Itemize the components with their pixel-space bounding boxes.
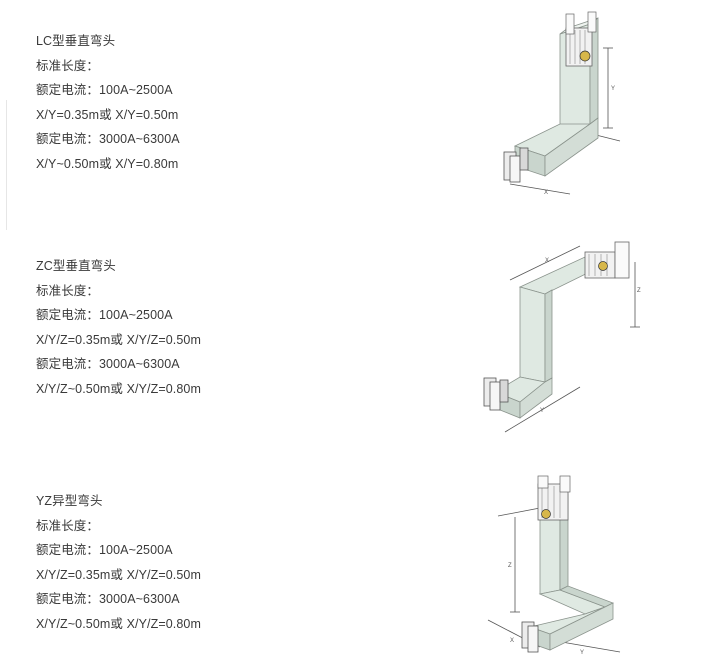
bolt-icon — [579, 50, 591, 62]
zc-vertical-elbow-diagram: Z X Y — [483, 241, 641, 433]
bolt-icon — [541, 509, 551, 519]
svg-text:X: X — [545, 258, 549, 264]
yz-special-elbow-diagram: Z X Y — [487, 475, 621, 656]
svg-text:Z: Z — [637, 288, 641, 294]
bolt-icon — [598, 261, 608, 271]
product-title: LC型垂直弯头 — [36, 34, 116, 48]
svg-text:Y: Y — [580, 650, 584, 656]
spec-line: 标准长度： — [36, 518, 100, 533]
spec-line: 标准长度： — [36, 283, 100, 298]
spec-list: LC型垂直弯头 标准长度： 额定电流：100A~2500A X/Y=0.35m或… — [36, 29, 180, 177]
spec-line: X/Y/Z~0.50m或 X/Y/Z=0.80m — [36, 616, 201, 631]
spec-line: X/Y/Z=0.35m或 X/Y/Z=0.50m — [36, 567, 201, 582]
spec-list: ZC型垂直弯头 标准长度： 额定电流：100A~2500A X/Y/Z=0.35… — [36, 254, 201, 402]
product-zc-elbow: ZC型垂直弯头 标准长度： 额定电流：100A~2500A X/Y/Z=0.35… — [0, 230, 720, 450]
product-yz-elbow: YZ异型弯头 标准长度： 额定电流：100A~2500A X/Y/Z=0.35m… — [0, 460, 720, 669]
connector-block — [584, 251, 616, 279]
spec-line: X/Y/Z=0.35m或 X/Y/Z=0.50m — [36, 332, 201, 347]
spec-line: 额定电流：3000A~6300A — [36, 132, 180, 147]
spec-list: YZ异型弯头 标准长度： 额定电流：100A~2500A X/Y/Z=0.35m… — [36, 489, 201, 637]
spec-line: X/Y/Z~0.50m或 X/Y/Z=0.80m — [36, 381, 201, 396]
spec-line: 标准长度： — [36, 58, 100, 73]
svg-text:Z: Z — [508, 563, 512, 569]
svg-text:Y: Y — [611, 86, 615, 92]
page-edge-line — [6, 100, 7, 230]
spec-line: X/Y=0.35m或 X/Y=0.50m — [36, 107, 179, 122]
product-lc-elbow: LC型垂直弯头 标准长度： 额定电流：100A~2500A X/Y=0.35m或… — [0, 0, 720, 220]
spec-line: X/Y~0.50m或 X/Y=0.80m — [36, 156, 179, 171]
spec-line: 额定电流：3000A~6300A — [36, 592, 180, 607]
svg-text:X: X — [544, 190, 548, 196]
product-title: YZ异型弯头 — [36, 494, 103, 508]
svg-text:Y: Y — [540, 408, 544, 414]
spec-line: 额定电流：100A~2500A — [36, 308, 173, 323]
spec-line: 额定电流：100A~2500A — [36, 543, 173, 558]
spec-line: 额定电流：3000A~6300A — [36, 357, 180, 372]
product-title: ZC型垂直弯头 — [36, 259, 116, 273]
spec-line: 额定电流：100A~2500A — [36, 83, 173, 98]
duct-vertical — [519, 286, 546, 383]
lc-vertical-elbow-diagram: Y X — [503, 11, 621, 196]
dimension-lines — [504, 245, 640, 433]
svg-text:X: X — [510, 638, 514, 644]
